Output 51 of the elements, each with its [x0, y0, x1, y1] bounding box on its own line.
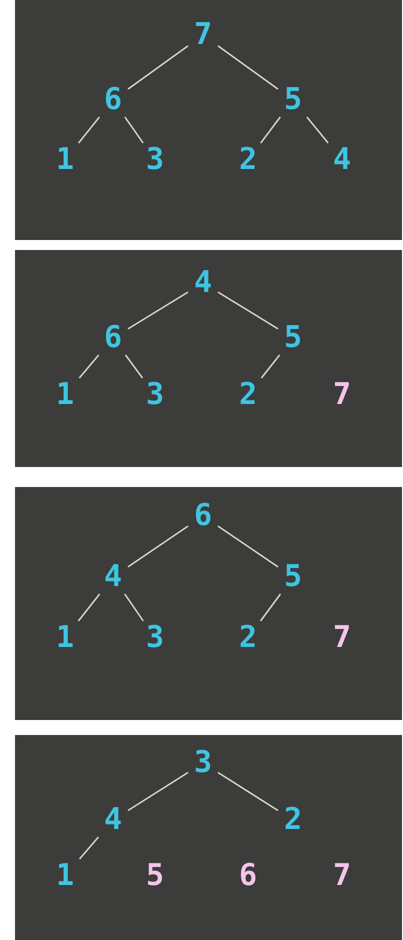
- node-value: 4: [98, 803, 128, 837]
- tree-edge: [128, 45, 188, 90]
- tree-edge: [124, 594, 144, 622]
- tree-edge: [218, 45, 278, 90]
- tree-edge: [124, 116, 144, 144]
- node-value: 5: [278, 321, 308, 355]
- sorted-value: 7: [332, 859, 352, 893]
- tree-edge: [79, 836, 99, 860]
- tree-edge: [78, 594, 100, 622]
- sorted-value: 6: [238, 859, 258, 893]
- tree-edge: [218, 526, 278, 568]
- node-value: 6: [98, 83, 128, 117]
- screen-panel: [15, 735, 402, 940]
- node-value: 2: [233, 378, 263, 412]
- tree-edge: [128, 526, 188, 568]
- node-value: 3: [140, 378, 170, 412]
- node-value: 5: [278, 83, 308, 117]
- tree-edge: [260, 354, 280, 378]
- tree-edge: [218, 772, 278, 812]
- tree-edge: [306, 116, 329, 144]
- node-value: 4: [327, 143, 357, 177]
- tree-edge: [124, 354, 144, 378]
- tree-edge: [78, 116, 100, 144]
- node-value: 6: [98, 321, 128, 355]
- node-value: 4: [98, 560, 128, 594]
- node-value: 6: [188, 499, 218, 533]
- node-value: 1: [50, 378, 80, 412]
- node-value: 5: [278, 560, 308, 594]
- tree-edge: [78, 354, 100, 378]
- node-value: 3: [140, 621, 170, 655]
- sorted-value: 5: [144, 859, 166, 893]
- node-value: 2: [233, 621, 263, 655]
- screen-panel: [15, 0, 402, 240]
- screen-panel: [15, 487, 402, 720]
- node-value: 1: [50, 859, 80, 893]
- node-value: 2: [278, 803, 308, 837]
- node-value: 7: [188, 18, 218, 52]
- tree-edge: [128, 772, 188, 812]
- sorted-value: 7: [332, 378, 352, 412]
- tree-edge: [260, 594, 282, 622]
- screen-panel: [15, 250, 402, 467]
- tree-edge: [260, 116, 281, 144]
- node-value: 3: [188, 746, 218, 780]
- node-value: 1: [50, 143, 80, 177]
- tree-edge: [218, 292, 278, 330]
- node-value: 3: [140, 143, 170, 177]
- node-value: 4: [188, 266, 218, 300]
- node-value: 1: [50, 621, 80, 655]
- sorted-value: 7: [332, 621, 352, 655]
- node-value: 2: [233, 143, 263, 177]
- tree-edge: [128, 292, 188, 330]
